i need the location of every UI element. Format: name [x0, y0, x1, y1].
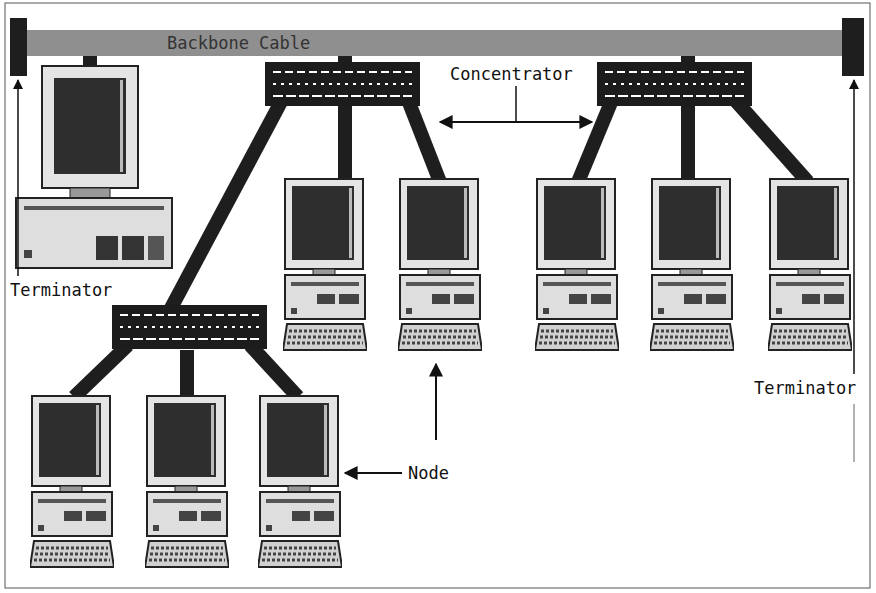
workstation [30, 396, 114, 567]
callout-label: Node [408, 463, 449, 483]
frame [5, 3, 870, 588]
backbone-cable: Backbone Cable [27, 30, 842, 56]
workstation [398, 179, 482, 350]
leader-lines [18, 80, 854, 473]
workstation [535, 179, 619, 350]
callout-label: Terminator [754, 378, 856, 398]
workstation [650, 179, 734, 350]
workstation [145, 396, 229, 567]
cable-label: Backbone Cable [167, 33, 310, 53]
terminator-cap [842, 18, 864, 76]
server-computer [16, 66, 172, 268]
workstation [768, 179, 852, 350]
workstation [258, 396, 342, 567]
terminator-cap [10, 18, 27, 76]
concentrator [112, 305, 267, 349]
cables [74, 52, 808, 397]
callout-label: Terminator [10, 280, 112, 300]
workstation [283, 179, 367, 350]
concentrator [265, 62, 420, 106]
concentrator [597, 62, 752, 106]
callout-label: Concentrator [450, 64, 573, 84]
